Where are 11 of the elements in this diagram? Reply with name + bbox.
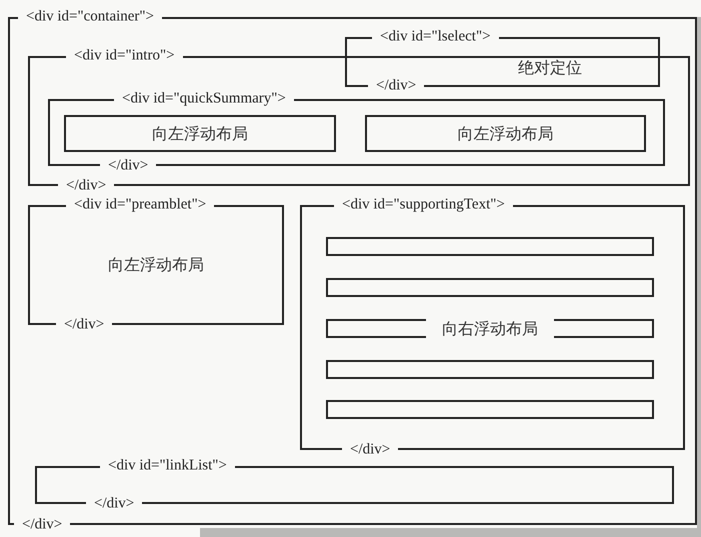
empty-box [326, 400, 654, 419]
tag-label: <div id="preamblet"> [66, 196, 214, 214]
empty-box [326, 360, 654, 379]
layout-label: 向右浮动布局 [426, 318, 554, 338]
empty-box [326, 278, 654, 297]
div-box [326, 319, 654, 338]
tag-label: <div id="quickSummary"> [114, 90, 294, 108]
tag-label: <div id="supportingText"> [334, 196, 513, 214]
div-box [365, 115, 646, 152]
empty-box [326, 237, 654, 256]
div-box [64, 115, 336, 152]
